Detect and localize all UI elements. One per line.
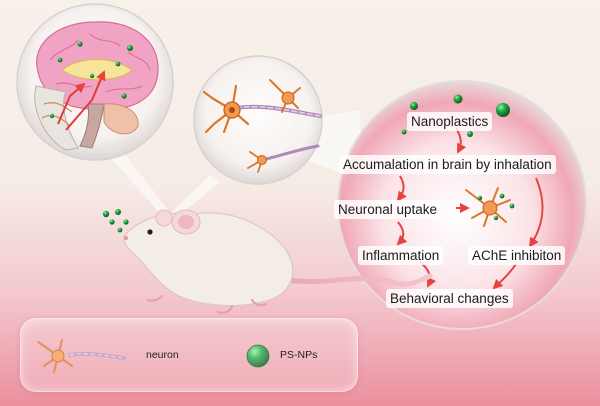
label-accumulation: Accumalation in brain by inhalation [339,155,556,174]
legend-neuron-label: neuron [146,349,179,361]
legend-neuron-icon [37,339,126,373]
arrow-accum-to-ache [528,177,544,248]
legend-panel [20,318,358,392]
nanoplastic-particles [401,94,510,137]
legend-psnps-label: PS-NPs [280,349,318,361]
label-inflammation: Inflammation [358,246,444,265]
brain-bubble [16,3,174,161]
uptake-neuron-icon [465,187,515,227]
label-behavioral-changes: Behavioral changes [386,289,513,308]
brain-icon [34,21,159,151]
arrow-accum-to-uptake [396,175,407,202]
inhaled-particles [102,209,129,233]
mouse-illustration [123,209,433,314]
arrow-uptake-to-inflammation [396,221,408,246]
arrow-ache-to-behavior [492,263,517,290]
label-ache-inhibition: AChE inhibiton [468,246,566,265]
label-neuronal-uptake: Neuronal uptake [334,200,442,219]
label-nanoplastics: Nanoplastics [407,112,493,131]
neuron-icon [202,79,322,173]
legend-psnps-icon [246,344,270,368]
neuron-bubble [193,55,323,185]
